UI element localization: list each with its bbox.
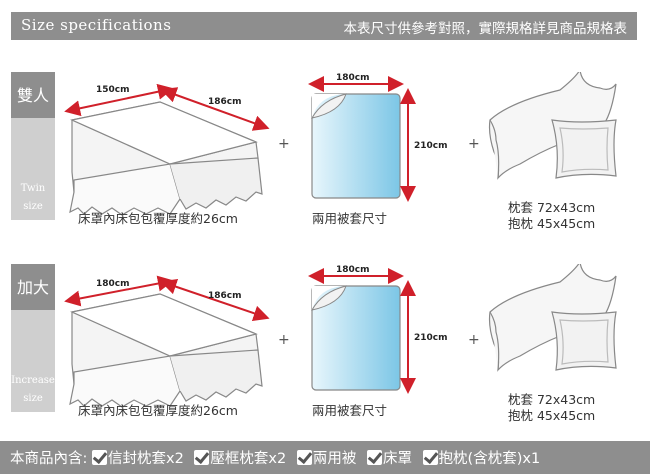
checkbox-icon [296,450,312,465]
bed-caption: 床罩內床包包覆厚度約26cm [78,211,238,226]
contents-item-label: 兩用被 [312,451,357,467]
contents-item-label: 床罩 [382,451,412,467]
pillowcase-size: 枕套 72x43cm [508,200,596,215]
contents-item: 兩用被 [296,447,357,468]
plus-sign: + [278,332,290,348]
cushion-icon [551,119,617,179]
contents-item-label: 壓框枕套x2 [210,451,287,467]
size-label: 雙人 [16,86,49,105]
plus-sign: + [278,136,290,152]
cushion-icon [551,311,617,371]
size-tab: 雙人 Twin size [11,72,55,220]
bed-icon [69,101,263,216]
size-label-en-2: size [23,393,43,404]
pillow-spec: 枕套 72x43cm 抱枕 45x45cm [508,392,595,424]
pillow-spec: 枕套 72x43cm 抱枕 45x45cm [508,200,595,232]
size-label-en-2: size [23,201,43,212]
contents-item: 抱枕(含枕套)x1 [422,447,541,468]
quilt-height-label: 210cm [414,141,448,151]
quilt-height-label: 210cm [414,333,448,343]
contents-item-label: 信封枕套x2 [108,451,184,467]
page-title: Size specifications [21,16,172,34]
size-tab-top [11,264,55,310]
cushion-size: 抱枕 45x45cm [508,216,596,231]
bed-caption: 床罩內床包包覆厚度約26cm [78,403,238,418]
size-illustration: 150cm 186cm + 180cm 210cm + [64,72,617,216]
pillowcase-size: 枕套 72x43cm [508,392,596,407]
header-note: 本表尺寸供參考對照，實際規格詳見商品規格表 [343,21,628,37]
bed-icon [69,293,263,408]
footer-contents-bar: 本商品內含: 信封枕套x2 壓框枕套x2 兩用被 床罩 抱枕(含枕套)x1 [0,441,650,474]
bed-length-label: 186cm [208,291,242,301]
header-bar: Size specifications 本表尺寸供參考對照，實際規格詳見商品規格… [11,12,637,40]
checkbox-icon [194,450,210,465]
contents-item: 壓框枕套x2 [194,447,286,468]
contents-item: 床罩 [366,447,412,468]
size-label-en-1: Twin [20,183,46,194]
size-label-en: Increase size [11,372,55,408]
bed-length-label: 186cm [208,97,242,107]
bed-width-label: 150cm [96,85,130,95]
contents-intro: 本商品內含: [10,451,88,467]
size-row-increase: 加大 Increase size 180cm 186cm + [0,264,650,454]
quilt-icon [311,93,401,199]
size-label: 加大 [16,278,49,297]
size-label-en-1: Increase [11,375,55,386]
checkbox-icon [92,450,107,465]
quilt-width-label: 180cm [336,265,370,275]
size-tab-top [11,72,55,118]
size-illustration: 180cm 186cm + 180cm 210cm + [64,264,617,408]
quilt-width-label: 180cm [336,73,370,83]
quilt-caption: 兩用被套尺寸 [312,211,388,226]
contents-list: 本商品內含: 信封枕套x2 壓框枕套x2 兩用被 床罩 抱枕(含枕套)x1 [10,447,546,468]
contents-item-label: 抱枕(含枕套)x1 [438,451,541,467]
header: Size specifications 本表尺寸供參考對照，實際規格詳見商品規格… [0,0,650,52]
quilt-caption: 兩用被套尺寸 [312,403,388,418]
plus-sign: + [468,136,480,152]
size-row-twin: 雙人 Twin size 150cm 186cm + [0,72,650,262]
quilt-icon [311,285,401,391]
cushion-size: 抱枕 45x45cm [508,408,596,423]
checkbox-icon [366,450,382,465]
bed-width-label: 180cm [96,279,130,289]
checkbox-icon [422,450,438,465]
size-tab: 加大 Increase size [11,264,55,412]
plus-sign: + [468,332,480,348]
contents-item: 信封枕套x2 [92,447,184,468]
size-label-en: Twin size [11,180,55,216]
